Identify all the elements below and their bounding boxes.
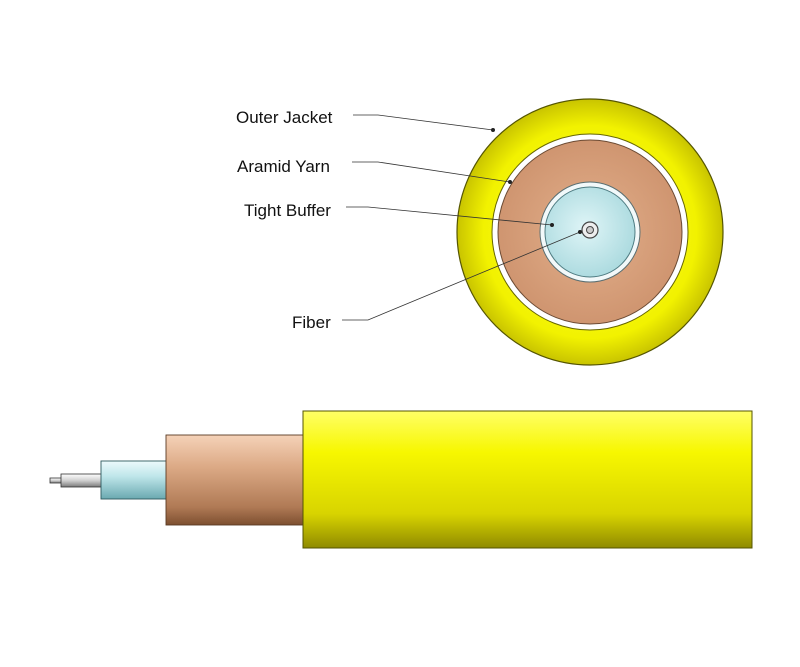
side-fiber-coating [60,473,104,488]
leader-lines [342,114,581,321]
label-tight-buffer: Tight Buffer [244,201,331,220]
label-outer-jacket: Outer Jacket [236,108,333,127]
label-aramid-yarn: Aramid Yarn [237,157,330,176]
outer-jacket-leader [353,114,494,131]
label-fiber: Fiber [292,313,331,332]
side-view [49,410,753,549]
tight-buffer-leader [346,206,553,226]
side-tight-buffer [100,460,172,500]
side-outer-jacket [302,410,753,549]
fiber-core [586,226,594,234]
aramid-yarn-leader [352,161,511,183]
cross-section-view [456,98,724,366]
side-fiber-tip [49,477,63,484]
side-aramid-yarn [165,434,307,526]
fiber-leader [342,231,581,321]
leader-arrowheads [491,128,582,234]
